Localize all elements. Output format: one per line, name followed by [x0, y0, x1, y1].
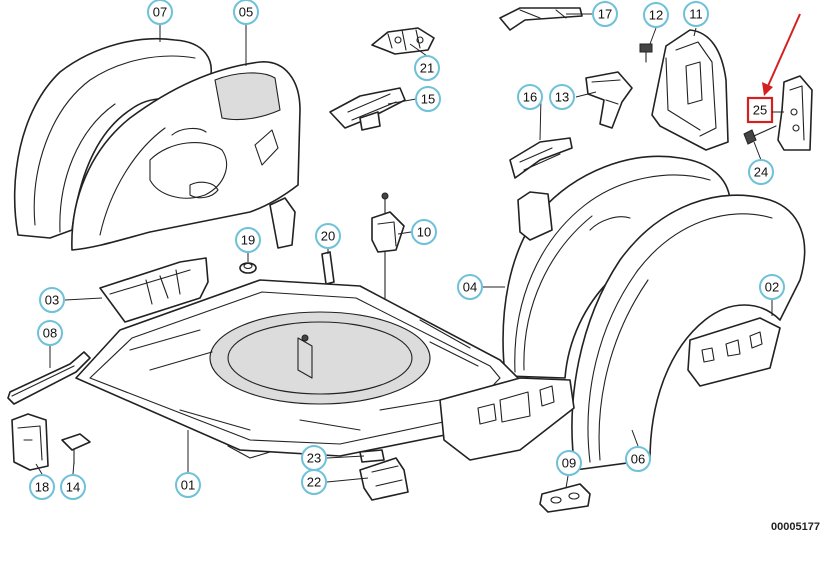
callout-22-label: 22 [307, 475, 321, 490]
part-13-bracket [585, 71, 633, 129]
part-01-floor-pan [75, 279, 575, 461]
part-19-grommet [239, 262, 257, 274]
callout-21[interactable]: 21 [414, 55, 440, 81]
callout-16-label: 16 [523, 90, 537, 105]
callout-24[interactable]: 24 [748, 159, 774, 185]
callout-19-label: 19 [241, 233, 255, 248]
callout-05-label: 05 [239, 5, 253, 20]
callout-10[interactable]: 10 [411, 219, 437, 245]
callout-08[interactable]: 08 [37, 320, 63, 346]
highlight-arrow [762, 13, 801, 96]
part-16-brace [509, 137, 573, 179]
part-09-pad [539, 483, 591, 513]
part-05-inner-wheel-house-left [71, 61, 301, 251]
part-25-bracket [777, 75, 813, 151]
callout-18-label: 18 [35, 480, 49, 495]
callout-09[interactable]: 09 [556, 450, 582, 476]
part-20-stud [321, 251, 335, 285]
callout-16[interactable]: 16 [517, 84, 543, 110]
callout-22[interactable]: 22 [301, 469, 327, 495]
callout-23[interactable]: 23 [301, 445, 327, 471]
callout-07-label: 07 [153, 5, 167, 20]
part-21-bracket [371, 27, 435, 55]
part-17-strut [499, 7, 583, 31]
part-02-outer-wheel-arch-right [571, 194, 806, 471]
document-number: 00005177 [771, 521, 820, 533]
callout-17[interactable]: 17 [592, 1, 618, 27]
callout-01-label: 01 [181, 478, 195, 493]
callout-21-label: 21 [420, 61, 434, 76]
callout-01[interactable]: 01 [175, 472, 201, 498]
callout-19[interactable]: 19 [235, 227, 261, 253]
part-22-bracket [359, 457, 409, 501]
callout-14-label: 14 [66, 480, 80, 495]
callout-06[interactable]: 06 [625, 446, 651, 472]
callout-17-label: 17 [598, 7, 612, 22]
part-10-spare-wheel-holder [371, 192, 405, 341]
callout-04[interactable]: 04 [457, 274, 483, 300]
callout-09-label: 09 [562, 456, 576, 471]
callout-07[interactable]: 07 [147, 0, 173, 25]
part-23-clip [359, 449, 385, 463]
callout-25-label: 25 [753, 103, 767, 118]
callout-15[interactable]: 15 [415, 86, 441, 112]
callout-06-label: 06 [631, 452, 645, 467]
callout-12[interactable]: 12 [643, 2, 669, 28]
callout-02-label: 02 [765, 280, 779, 295]
callout-03[interactable]: 03 [39, 287, 65, 313]
part-15-bracket [329, 87, 406, 131]
callout-23-label: 23 [307, 451, 321, 466]
part-24-screw [743, 125, 777, 145]
callout-10-label: 10 [417, 225, 431, 240]
part-18-bracket [11, 413, 49, 471]
callout-20-label: 20 [321, 229, 335, 244]
callout-02[interactable]: 02 [759, 274, 785, 300]
part-07-wheel-arch-outer-left [13, 37, 212, 239]
part-11-panel [651, 29, 729, 151]
callout-12-label: 12 [649, 8, 663, 23]
part-12-screw [639, 43, 653, 63]
callout-20[interactable]: 20 [315, 223, 341, 249]
part-14-clip [61, 433, 91, 465]
callout-15-label: 15 [421, 92, 435, 107]
callout-11[interactable]: 11 [683, 1, 709, 27]
callout-08-label: 08 [43, 326, 57, 341]
part-03-rear-member [99, 257, 209, 323]
callout-14[interactable]: 14 [60, 474, 86, 500]
callout-24-label: 24 [754, 165, 768, 180]
callout-18[interactable]: 18 [29, 474, 55, 500]
callout-25-highlighted[interactable]: 25 [746, 96, 774, 124]
callout-13-label: 13 [555, 90, 569, 105]
callout-03-label: 03 [45, 293, 59, 308]
callout-04-label: 04 [463, 280, 477, 295]
callout-05[interactable]: 05 [233, 0, 259, 25]
part-08-tube [7, 351, 91, 405]
callout-11-label: 11 [689, 7, 703, 22]
callout-13[interactable]: 13 [549, 84, 575, 110]
